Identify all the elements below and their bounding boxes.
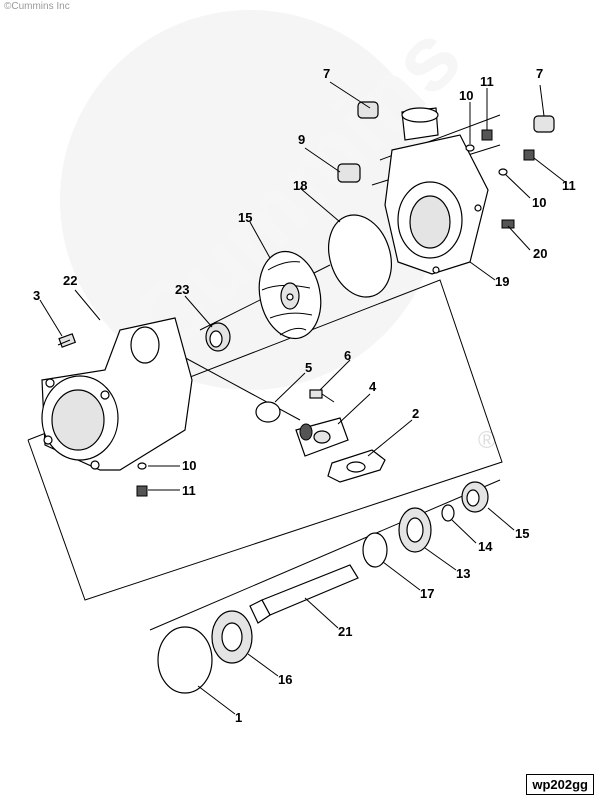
callout-1: 1 [235, 710, 242, 725]
callout-11-top: 11 [480, 74, 494, 89]
copyright-notice: ©Cummins Inc [4, 1, 70, 12]
callout-22: 22 [63, 273, 77, 288]
part-8-plug [357, 101, 379, 119]
part-4-cover-plate [295, 417, 349, 457]
callout-13: 14 [478, 539, 493, 554]
callout-17: 17 [420, 586, 434, 601]
callout-15: 15 [238, 210, 252, 225]
callout-9: 9 [298, 132, 305, 147]
part-18-pump-cover [384, 107, 489, 275]
part-16-gear [211, 610, 253, 664]
callout-leaders [39, 81, 566, 715]
callout-18: 19 [495, 274, 509, 289]
part-9-plug [337, 163, 361, 183]
callout-23: 23 [175, 282, 189, 297]
callout-12: 13 [456, 566, 470, 581]
callout-11-mid: 11 [562, 178, 576, 193]
callout-5: 5 [305, 360, 312, 375]
callout-14: 15 [515, 526, 529, 541]
part-2-gasket [327, 449, 386, 483]
callout-21: 18 [293, 178, 307, 193]
part-23-seal [205, 322, 231, 352]
part-3-bolt [57, 333, 77, 348]
part-17-snap-ring [362, 532, 388, 568]
part-22-pump-body [41, 317, 193, 471]
part-12-bearing [398, 507, 432, 553]
drawing-code-label: wp202gg [526, 774, 594, 795]
callout-3: 3 [33, 288, 40, 303]
part-6-bolt [309, 389, 335, 403]
part-10-o-ring-low [137, 462, 147, 470]
callout-11-low: 11 [182, 483, 196, 498]
callout-10-low: 10 [182, 458, 196, 473]
callout-19: 20 [533, 246, 547, 261]
part-7-plug [533, 115, 555, 133]
part-15-impeller [258, 250, 322, 340]
callout-2: 2 [412, 406, 419, 421]
callout-16: 16 [278, 672, 292, 687]
part-14-seal [461, 481, 489, 513]
callout-10-top: 10 [459, 88, 473, 103]
part-11-plug-low [136, 485, 148, 497]
callout-7: 7 [536, 66, 543, 81]
callout-10-mid: 10 [532, 195, 546, 210]
part-1-cover [157, 626, 213, 694]
part-11-plug-mid [523, 149, 535, 161]
watermark-registered: ® [478, 427, 496, 454]
callout-20: 21 [338, 624, 352, 639]
callout-8: 7 [323, 66, 330, 81]
callout-numbers: 7 7 10 11 9 11 10 18 15 20 19 22 23 3 6 … [33, 66, 576, 725]
part-11-plug-top [481, 129, 493, 141]
part-10-o-ring-mid [498, 168, 508, 176]
part-21-gasket [328, 214, 392, 298]
part-13-retaining-ring [441, 504, 455, 522]
part-10-o-ring-top [465, 144, 475, 152]
part-19-screw [501, 219, 515, 229]
part-5-o-ring [255, 401, 281, 423]
callout-4: 4 [369, 379, 377, 394]
callout-6: 6 [344, 348, 351, 363]
part-20-shaft [249, 564, 359, 624]
